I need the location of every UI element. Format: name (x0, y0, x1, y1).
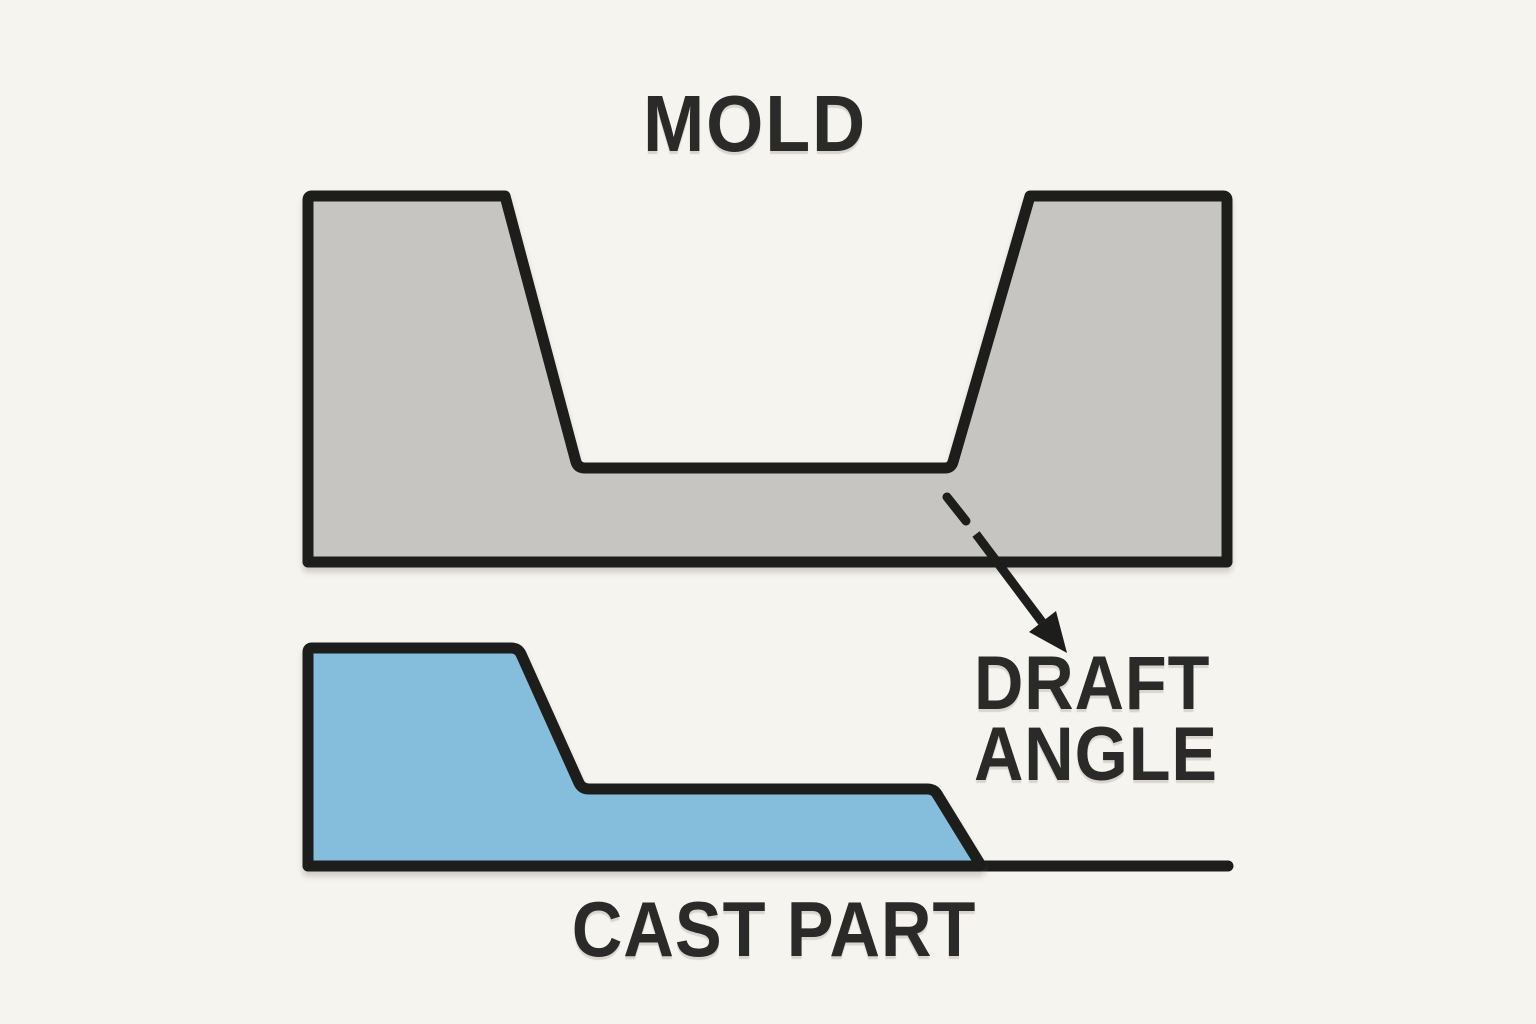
cast-part-label: CAST PART (571, 885, 977, 973)
draft-angle-label-line2: ANGLE (974, 712, 1218, 797)
draft-angle-leader-arrow (942, 492, 1067, 653)
draft-angle-label-line1: DRAFT (974, 641, 1211, 726)
mold-shape (302, 190, 1233, 568)
draft-angle-label: DRAFT ANGLE (974, 641, 1218, 797)
mold-label: MOLD (642, 79, 868, 168)
leader-dash-segment (942, 492, 971, 526)
cast-part-shape (302, 642, 986, 872)
leader-main-segment (972, 531, 1046, 625)
arrowhead-icon (1029, 611, 1067, 653)
